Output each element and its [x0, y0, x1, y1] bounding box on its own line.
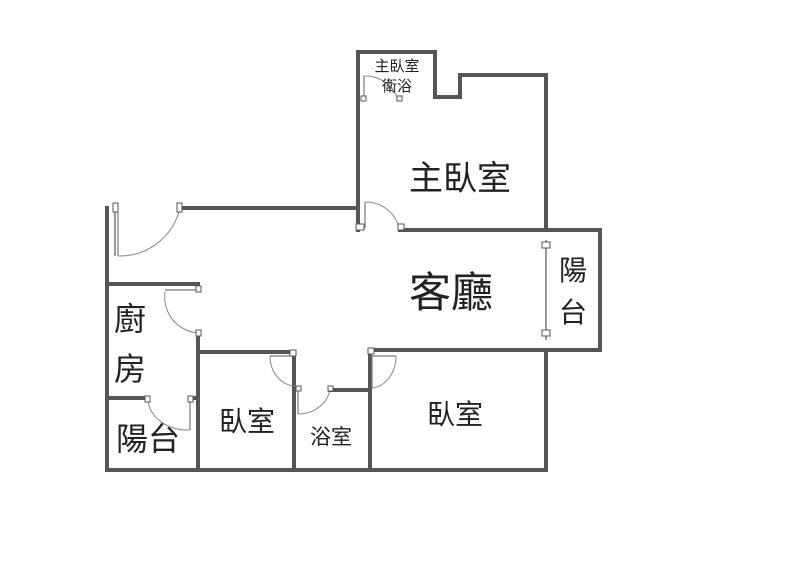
label-balcony-east-2: 台: [559, 296, 587, 329]
partitions: [114, 208, 547, 340]
bathroom-door: [295, 385, 334, 415]
kitchen-balcony-door: [144, 395, 194, 431]
label-balcony-east-1: 陽: [559, 254, 587, 287]
kitchen-door: [164, 285, 202, 337]
wall-master-bath: [356, 50, 437, 99]
doors: [112, 75, 551, 431]
label-balcony-kitchen: 陽台: [116, 420, 180, 458]
room-labels: 主臥室 衛浴 主臥室 客廳 陽 台 廚 房 陽台 臥室 浴室 臥室: [114, 57, 587, 458]
wall-master-top: [433, 73, 548, 232]
balcony-jamb-top: [541, 241, 551, 249]
walls: [105, 50, 602, 472]
label-bedroom-left: 臥室: [219, 405, 275, 438]
balcony-jamb-bottom: [541, 329, 551, 337]
label-master-bath-1: 主臥室: [374, 57, 419, 75]
label-kitchen-1: 廚: [114, 300, 146, 338]
bedroom-left-door: [269, 349, 297, 387]
master-bath-door: [360, 75, 403, 102]
label-bedroom-right: 臥室: [427, 398, 483, 431]
master-bedroom-door: [355, 201, 405, 231]
bedroom-right-door: [367, 347, 397, 389]
label-kitchen-2: 房: [114, 350, 146, 388]
label-bathroom: 浴室: [310, 425, 352, 449]
label-living-room: 客廳: [409, 268, 493, 317]
entrance-door: [112, 202, 183, 257]
label-master-bath-2: 衛浴: [382, 77, 412, 95]
label-master-bedroom: 主臥室: [409, 159, 511, 199]
